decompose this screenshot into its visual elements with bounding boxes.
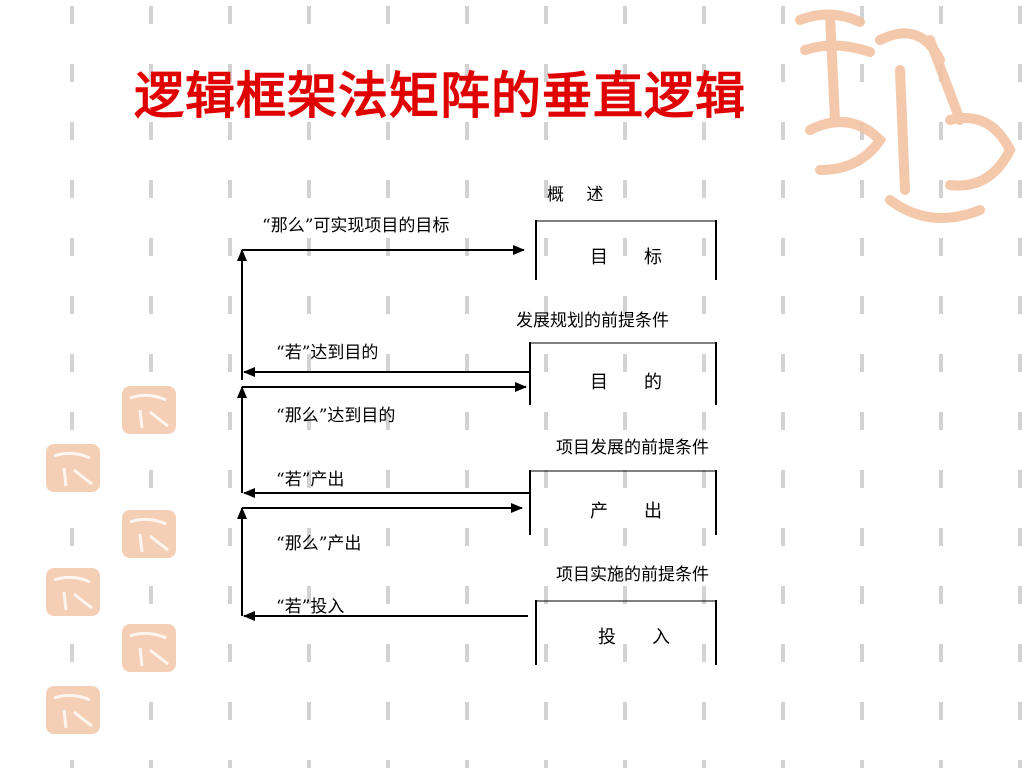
purpose-box — [529, 342, 717, 405]
page-title: 逻辑框架法矩阵的垂直逻辑 — [134, 66, 746, 125]
condition-output-input: 项目实施的前提条件 — [556, 565, 709, 585]
label-then-goal: “那么”可实现项目的目标 — [262, 216, 450, 236]
overview-heading: 概 述 — [547, 185, 604, 205]
label-if-purpose: “若”达到目的 — [276, 343, 379, 363]
calligraphy-mark-large — [795, 9, 1016, 223]
goal-box — [535, 220, 717, 280]
condition-goal-purpose: 发展规划的前提条件 — [516, 311, 669, 331]
label-if-output: “若”产出 — [276, 470, 345, 490]
label-then-output: “那么”产出 — [276, 534, 362, 554]
output-box — [529, 470, 717, 535]
input-box-label: 投 入 — [598, 627, 670, 648]
label-if-input: “若”投入 — [276, 597, 345, 617]
goal-box-label: 目 标 — [590, 247, 662, 268]
label-then-purpose: “那么”达到目的 — [276, 406, 396, 426]
purpose-box-label: 目 的 — [590, 372, 662, 393]
input-box — [535, 600, 717, 665]
condition-purpose-output: 项目发展的前提条件 — [556, 438, 709, 458]
output-box-label: 产 出 — [590, 501, 662, 522]
